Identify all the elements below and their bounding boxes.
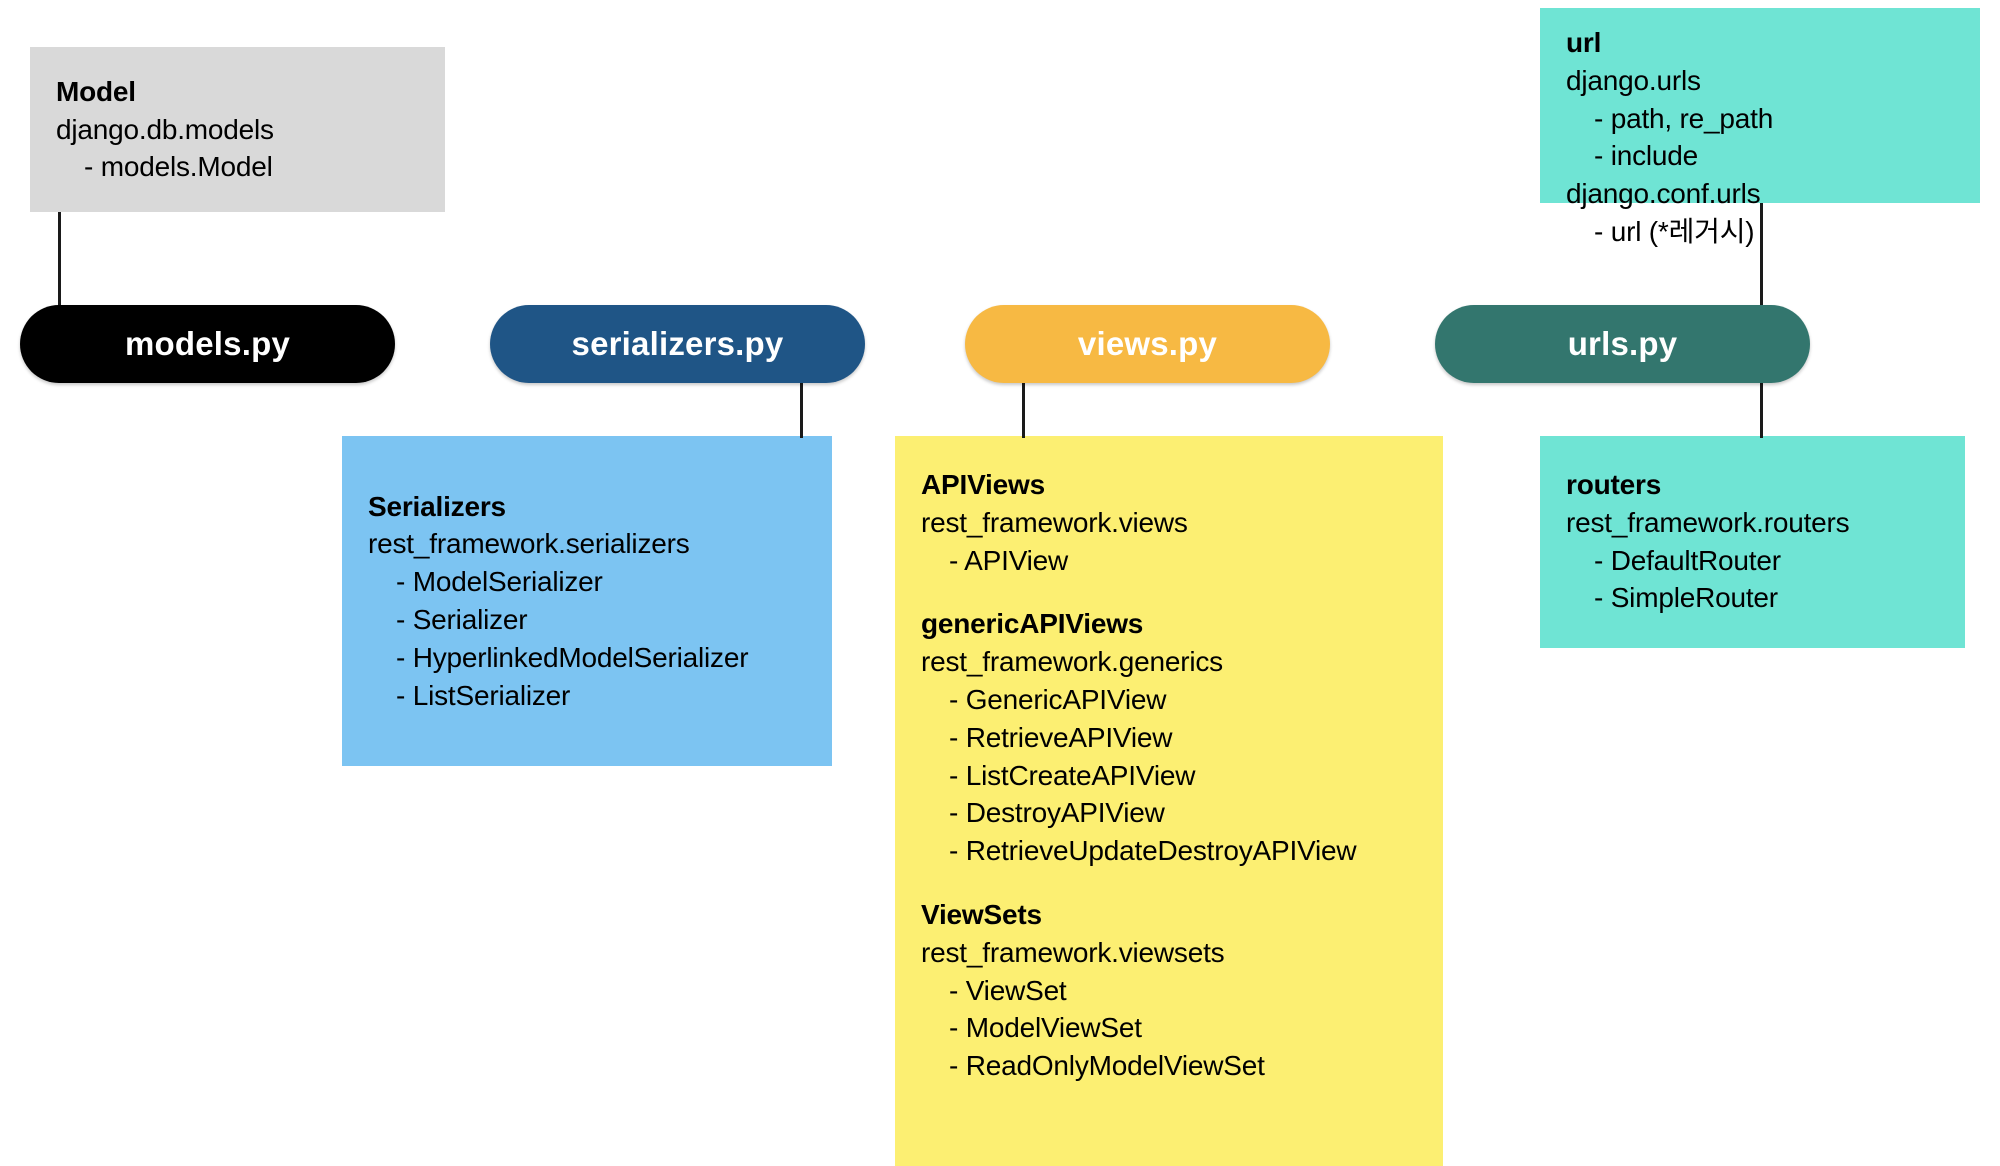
model-info-box: Model django.db.models - models.Model <box>30 47 445 212</box>
model-box-content: Model django.db.models - models.Model <box>30 73 445 186</box>
model-box-title: Model <box>56 75 136 107</box>
url-box-title: url <box>1566 27 1602 58</box>
routers-box-module: rest_framework.routers <box>1566 506 1850 538</box>
model-box-entry: - models.Model <box>84 151 273 183</box>
pill-urls-py-label: urls.py <box>1567 325 1678 362</box>
routers-box-entry: - DefaultRouter <box>1594 544 1781 576</box>
views-group-title: APIViews <box>921 469 1045 500</box>
url-box-entry-legacy: - url (*레거시) <box>1594 215 1755 247</box>
pill-serializers-py-label: serializers.py <box>571 325 784 362</box>
url-info-box: url django.urls - path, re_path - includ… <box>1540 8 1980 247</box>
connector-serializerspy-to-serializers <box>800 383 803 438</box>
serializers-box-title: Serializers <box>368 490 506 522</box>
routers-box-content: routers rest_framework.routers - Default… <box>1540 466 1965 617</box>
views-info-box: APIViews rest_framework.views - APIView … <box>895 436 1443 1166</box>
views-group-spacer <box>921 870 1417 896</box>
serializers-box-entry: - ModelSerializer <box>396 566 603 598</box>
routers-box-entry: - SimpleRouter <box>1594 582 1778 614</box>
serializers-box-content: Serializers rest_framework.serializers -… <box>342 488 832 715</box>
model-box-module: django.db.models <box>56 113 274 145</box>
pill-models-py[interactable]: models.py <box>20 305 395 383</box>
connector-viewspy-to-views <box>1022 383 1025 438</box>
url-box-module-conf: django.conf.urls <box>1566 178 1761 210</box>
views-group-entry: - RetrieveUpdateDestroyAPIView <box>949 835 1357 867</box>
connector-url-to-urlspy <box>1760 203 1763 307</box>
serializers-box-entry: - Serializer <box>396 604 528 635</box>
url-box-entry-include: - include <box>1594 140 1699 172</box>
pill-models-py-label: models.py <box>124 325 290 362</box>
views-group-entry: - ListCreateAPIView <box>949 759 1196 791</box>
views-group-entry: - DestroyAPIView <box>949 797 1165 829</box>
views-group-title: ViewSets <box>921 898 1042 930</box>
views-group-entry: - ReadOnlyModelViewSet <box>949 1050 1265 1082</box>
connector-model-to-modelspy <box>58 212 61 307</box>
routers-info-box: routers rest_framework.routers - Default… <box>1540 436 1965 648</box>
views-group-genericapiviews: genericAPIViews rest_framework.generics … <box>921 605 1417 870</box>
url-box-module: django.urls <box>1566 64 1701 96</box>
views-group-spacer <box>921 579 1417 605</box>
views-group-title: genericAPIViews <box>921 608 1144 640</box>
serializers-info-box: Serializers rest_framework.serializers -… <box>342 436 832 766</box>
views-group-module: rest_framework.generics <box>921 646 1223 678</box>
views-group-entry: - ViewSet <box>949 974 1067 1006</box>
views-group-apiviews: APIViews rest_framework.views - APIView <box>921 466 1417 579</box>
views-group-entry: - GenericAPIView <box>949 683 1167 715</box>
views-group-viewsets: ViewSets rest_framework.viewsets - ViewS… <box>921 896 1417 1085</box>
views-group-module: rest_framework.viewsets <box>921 936 1225 968</box>
serializers-box-entry: - HyperlinkedModelSerializer <box>396 641 749 673</box>
serializers-box-module: rest_framework.serializers <box>368 528 690 560</box>
url-box-entry-path: - path, re_path <box>1594 102 1774 134</box>
pill-views-py-label: views.py <box>1077 325 1218 362</box>
connector-urlspy-to-routers <box>1760 383 1763 438</box>
views-box-content: APIViews rest_framework.views - APIView … <box>895 466 1443 1085</box>
views-group-module: rest_framework.views <box>921 506 1188 538</box>
views-group-entry: - APIView <box>949 544 1069 576</box>
routers-box-title: routers <box>1566 469 1662 500</box>
views-group-entry: - ModelViewSet <box>949 1012 1142 1044</box>
url-box-content: url django.urls - path, re_path - includ… <box>1540 24 1980 251</box>
pill-views-py[interactable]: views.py <box>965 305 1330 383</box>
serializers-box-entry: - ListSerializer <box>396 679 571 711</box>
pill-urls-py[interactable]: urls.py <box>1435 305 1810 383</box>
pill-serializers-py[interactable]: serializers.py <box>490 305 865 383</box>
views-group-entry: - RetrieveAPIView <box>949 721 1173 753</box>
